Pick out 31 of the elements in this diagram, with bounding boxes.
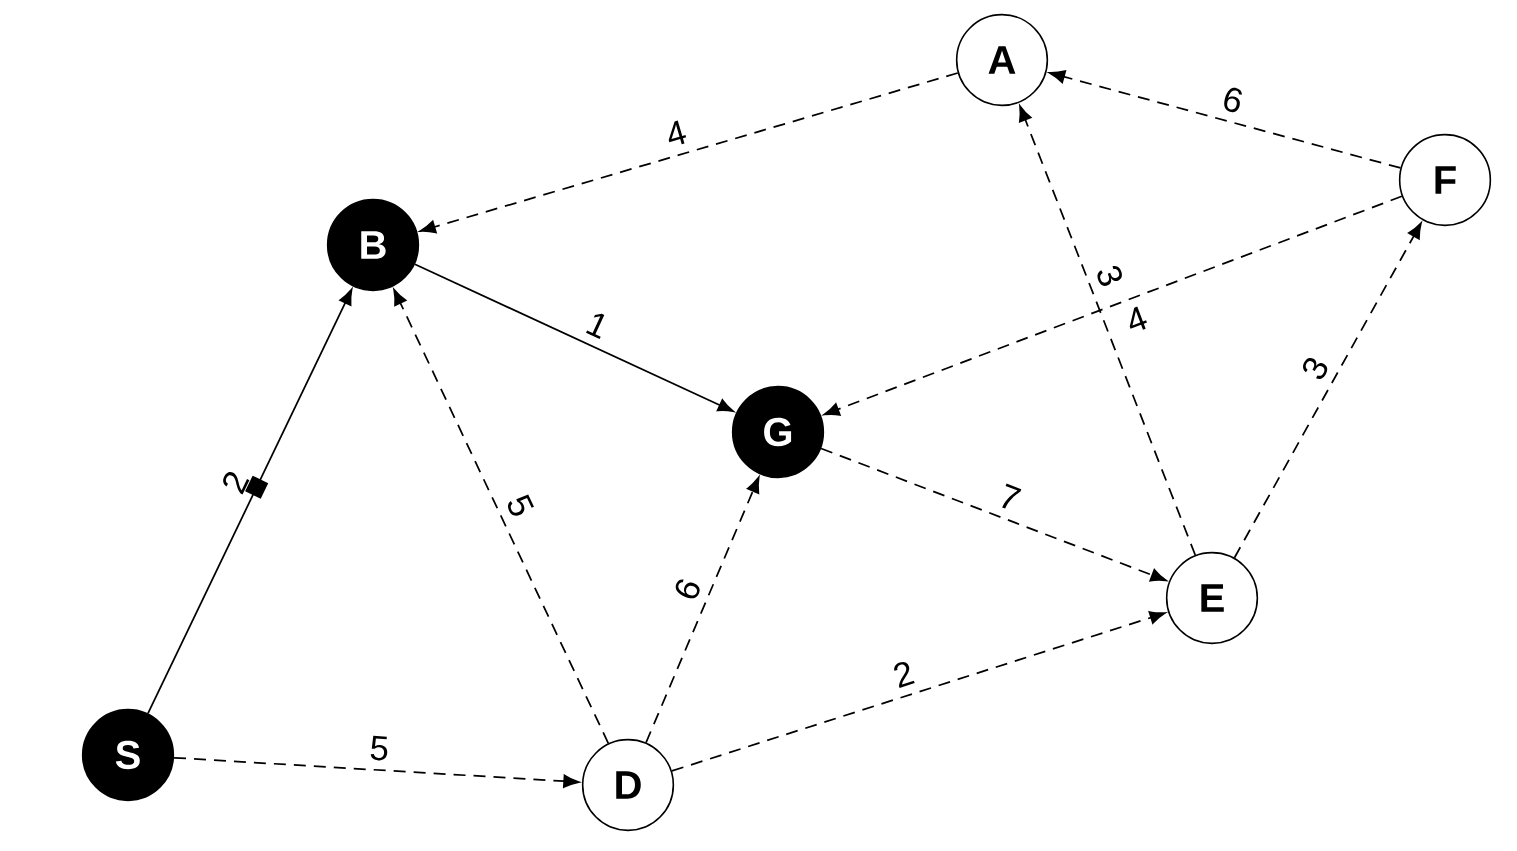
graph-node: G xyxy=(731,385,825,479)
arrow xyxy=(1048,70,1402,169)
arrow xyxy=(147,288,353,715)
arrow xyxy=(820,447,1167,582)
arrow xyxy=(645,476,760,744)
graph-node: E xyxy=(1165,551,1259,645)
arrow xyxy=(414,263,734,413)
graph-node: S xyxy=(81,708,175,802)
graph-node: F xyxy=(1398,133,1492,227)
edge-label: 2 xyxy=(223,472,250,495)
arrow xyxy=(173,756,580,788)
edge-label: 4 xyxy=(668,120,687,145)
edge-label: 5 xyxy=(508,494,534,516)
edge-label: 1 xyxy=(586,313,605,340)
edge-label: 6 xyxy=(1224,87,1242,113)
arrow xyxy=(1233,222,1422,559)
arrow xyxy=(823,195,1403,416)
edge-label: 7 xyxy=(1002,483,1022,509)
arrow xyxy=(1019,105,1197,556)
arrow xyxy=(419,72,959,234)
edge-label: 3 xyxy=(1303,357,1328,379)
graph-node: D xyxy=(581,738,675,832)
edge-label: 4 xyxy=(1129,306,1147,330)
graph-node: A xyxy=(955,13,1049,107)
arrow xyxy=(671,611,1166,772)
graph-node: B xyxy=(326,198,420,292)
edge-label: 6 xyxy=(675,579,700,599)
edge-label: 3 xyxy=(1097,266,1122,286)
edge-label: 2 xyxy=(894,661,915,688)
arrow xyxy=(393,288,610,745)
edge-label: 5 xyxy=(370,735,388,761)
